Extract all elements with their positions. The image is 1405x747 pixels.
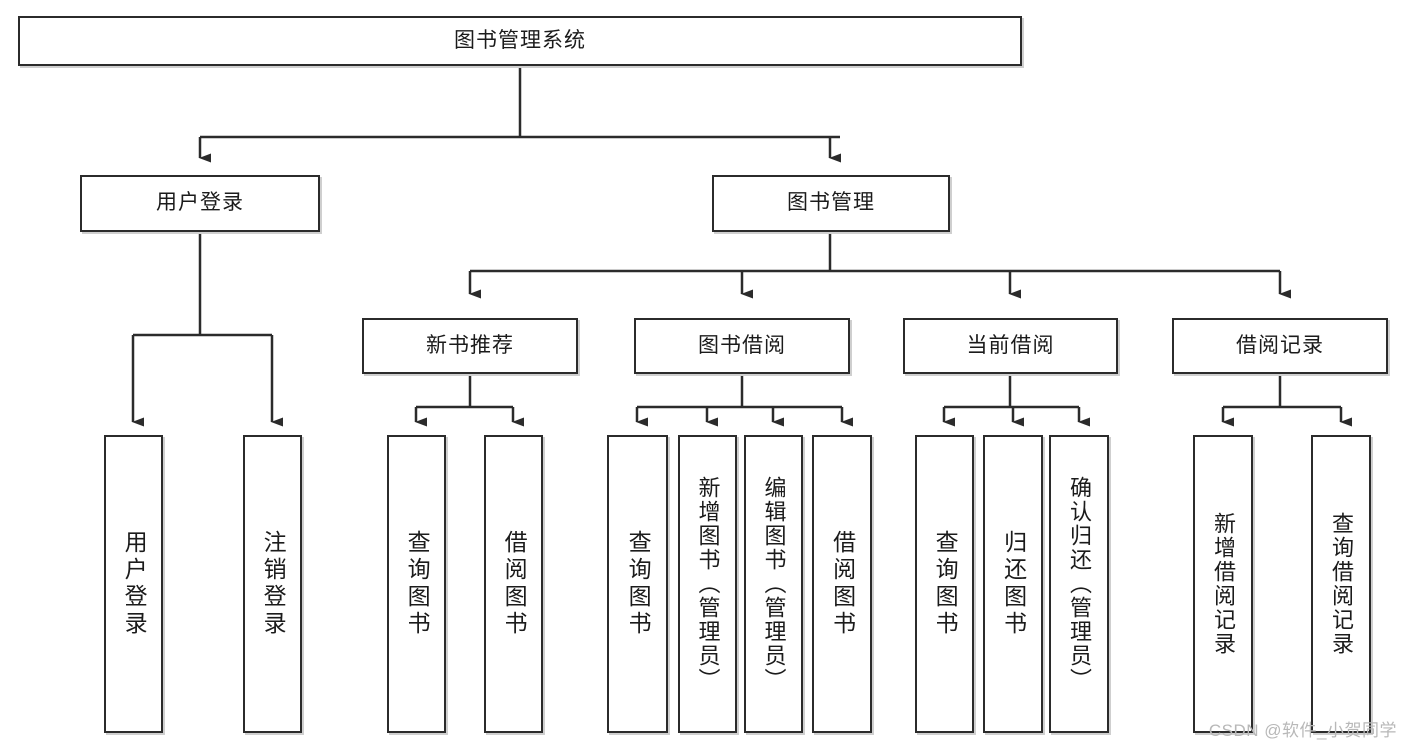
node-user-login[interactable]: 用户登录 [80, 175, 320, 232]
node-leaf-add-book-label: 新增图书（管理员） [695, 476, 721, 692]
node-leaf-user-login-label: 用户登录 [121, 530, 148, 638]
node-leaf-query-book-rec-label: 查询图书 [404, 530, 431, 638]
node-leaf-confirm-return-label: 确认归还（管理员） [1066, 476, 1092, 692]
node-leaf-query-book-borrow-label: 查询图书 [625, 530, 652, 638]
node-leaf-query-book-borrow[interactable]: 查询图书 [607, 435, 668, 733]
node-book-borrow-label: 图书借阅 [698, 333, 786, 357]
node-leaf-query-book-current[interactable]: 查询图书 [915, 435, 974, 733]
node-borrow-record[interactable]: 借阅记录 [1172, 318, 1388, 374]
node-leaf-query-record[interactable]: 查询借阅记录 [1311, 435, 1371, 733]
node-current-borrow-label: 当前借阅 [966, 333, 1055, 357]
node-leaf-add-record[interactable]: 新增借阅记录 [1193, 435, 1253, 733]
node-leaf-return-book[interactable]: 归还图书 [983, 435, 1043, 733]
node-leaf-logout-label: 注销登录 [260, 530, 287, 638]
node-leaf-borrow-book-label: 借阅图书 [829, 530, 856, 638]
node-leaf-user-login[interactable]: 用户登录 [104, 435, 163, 733]
node-book-borrow[interactable]: 图书借阅 [634, 318, 850, 374]
node-root-label: 图书管理系统 [454, 28, 586, 52]
node-leaf-query-book-current-label: 查询图书 [932, 530, 959, 638]
node-new-book-rec[interactable]: 新书推荐 [362, 318, 578, 374]
node-leaf-logout[interactable]: 注销登录 [243, 435, 302, 733]
node-current-borrow[interactable]: 当前借阅 [903, 318, 1118, 374]
node-borrow-record-label: 借阅记录 [1236, 333, 1324, 357]
node-new-book-rec-label: 新书推荐 [426, 333, 514, 357]
node-leaf-query-record-label: 查询借阅记录 [1328, 512, 1354, 656]
node-leaf-borrow-book-rec[interactable]: 借阅图书 [484, 435, 543, 733]
node-leaf-edit-book-label: 编辑图书（管理员） [761, 476, 787, 692]
node-book-manage[interactable]: 图书管理 [712, 175, 950, 232]
node-leaf-edit-book[interactable]: 编辑图书（管理员） [744, 435, 803, 733]
node-leaf-borrow-book-rec-label: 借阅图书 [501, 530, 528, 638]
node-leaf-borrow-book[interactable]: 借阅图书 [812, 435, 872, 733]
node-root[interactable]: 图书管理系统 [18, 16, 1022, 66]
node-book-manage-label: 图书管理 [787, 191, 875, 215]
csdn-watermark: CSDN @软件_小贺同学 [1208, 721, 1397, 740]
node-leaf-add-record-label: 新增借阅记录 [1210, 512, 1236, 656]
node-leaf-confirm-return[interactable]: 确认归还（管理员） [1049, 435, 1109, 733]
node-leaf-query-book-rec[interactable]: 查询图书 [387, 435, 446, 733]
node-leaf-return-book-label: 归还图书 [1000, 530, 1027, 638]
node-leaf-add-book[interactable]: 新增图书（管理员） [678, 435, 737, 733]
node-user-login-label: 用户登录 [156, 191, 244, 215]
